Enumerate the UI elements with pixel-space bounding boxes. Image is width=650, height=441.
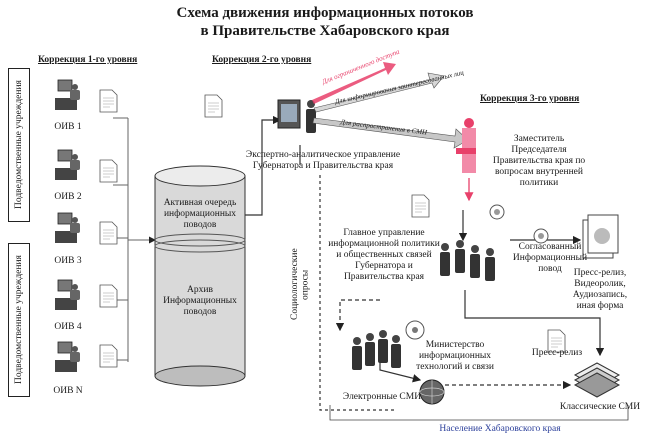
main-dept-group xyxy=(440,240,495,281)
level-2-label: Коррекция 2-го уровня xyxy=(212,55,312,65)
page-title-line1: Схема движения информационных потоков xyxy=(176,5,474,21)
expert-workstation xyxy=(277,99,316,133)
population-bracket xyxy=(329,405,629,421)
ministry-group xyxy=(352,320,425,370)
deputy-figure xyxy=(456,118,476,173)
press-release-label: Пресс-релиз xyxy=(531,348,583,358)
oiv-label-n: ОИВ N xyxy=(53,386,83,396)
electronic-media-label: Электронные СМИ xyxy=(342,392,422,402)
deputy-label: Заместитель Председателя Правительства к… xyxy=(492,134,586,188)
population-label: Население Хабаровского края xyxy=(439,424,561,434)
ministry-label: Министерство информационных технологий и… xyxy=(416,340,494,372)
flow-lines xyxy=(245,115,605,411)
agreed-label: Согласованный Информационный повод xyxy=(512,242,588,274)
oiv-label-1: ОИВ 1 xyxy=(54,122,82,132)
classic-media-stack xyxy=(573,362,621,398)
press-forms-label: Пресс-релиз, Видеоролик, Аудиозапись, ин… xyxy=(572,268,628,311)
page-title-line2: в Правительстве Хабаровского края xyxy=(200,23,450,39)
oiv-connectors xyxy=(113,117,156,362)
oiv-label-4: ОИВ 4 xyxy=(54,322,82,332)
stamp-icons xyxy=(489,204,549,244)
oiv-label-3: ОИВ 3 xyxy=(54,256,82,266)
cylinder-archive-label: Архив Информационных поводов xyxy=(163,285,237,317)
database-cylinder xyxy=(154,165,246,387)
level-1-label: Коррекция 1-го уровня xyxy=(38,55,138,65)
main-dept-label: Главное управление информационной полити… xyxy=(328,228,440,282)
side-label-top: Подведомственные учреждения xyxy=(8,68,30,222)
expert-label: Экспертно-аналитическое управление Губер… xyxy=(245,150,401,171)
level-3-label: Коррекция 3-го уровня xyxy=(480,94,580,104)
distribution-arrows xyxy=(312,62,469,149)
press-docs-stack xyxy=(582,214,619,259)
globe-icons xyxy=(419,379,445,405)
classic-media-label: Классические СМИ xyxy=(559,402,641,412)
socio-label: Социологические опросы xyxy=(290,248,311,320)
cylinder-active-label: Активная очередь информационных поводов xyxy=(163,198,237,230)
oiv-label-2: ОИВ 2 xyxy=(54,192,82,202)
side-label-bottom: Подведомственные учреждения xyxy=(8,243,30,397)
